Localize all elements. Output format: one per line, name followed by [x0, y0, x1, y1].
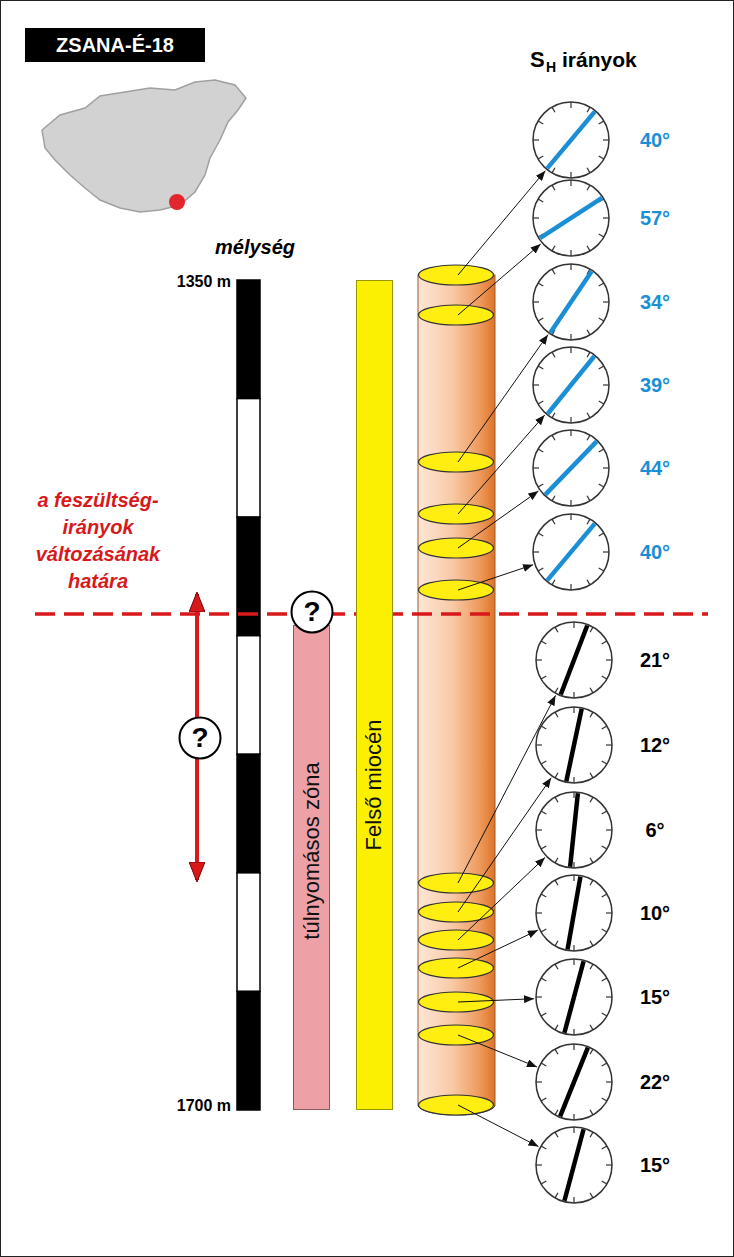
leader-line [458, 244, 541, 315]
band-label: túlnyomásos zóna [301, 762, 323, 939]
stress-direction [564, 961, 583, 1032]
compass [536, 707, 612, 783]
stress-direction [547, 112, 595, 169]
leader-line [458, 930, 538, 968]
stress-direction [547, 524, 595, 581]
subscript: H [546, 60, 556, 75]
boundary-note: a feszültség-irányok változásának határa [10, 487, 186, 595]
compass [533, 514, 609, 590]
scale-segment [237, 517, 260, 636]
angle-value: 22° [640, 1071, 670, 1093]
question-circle: ? [178, 716, 222, 760]
compass [533, 430, 609, 506]
angle-value: 12° [640, 734, 670, 756]
leader-line [458, 695, 556, 883]
depth-value: 1350 m [177, 273, 231, 291]
leader-line [458, 565, 533, 590]
compass [533, 102, 609, 178]
column-header: irányok [562, 48, 637, 71]
sample-disc [419, 538, 494, 558]
sample-disc [419, 930, 494, 950]
pressure-band: túlnyomásos zóna [293, 625, 330, 1110]
compass [536, 875, 612, 951]
leader-line [458, 858, 545, 940]
axis-title: mélység [215, 236, 295, 258]
borehole [418, 275, 495, 1115]
stress-direction [561, 625, 588, 694]
leader-line [458, 491, 538, 548]
angle-value: 40° [640, 541, 670, 563]
stress-direction [560, 1048, 588, 1117]
leader-line [458, 778, 551, 912]
question-circle: ? [290, 590, 334, 634]
sample-discs [419, 265, 494, 1115]
angle-value: 34° [640, 291, 670, 313]
stratigraphy-band: Felső miocén [356, 280, 393, 1110]
depth-scale [237, 280, 260, 1110]
stress-direction [566, 709, 581, 781]
angle-value: 15° [640, 986, 670, 1008]
stress-direction [568, 877, 581, 950]
sample-disc [419, 958, 494, 978]
sample-disc [419, 1095, 494, 1115]
hungary-map [42, 80, 246, 212]
question-mark: ? [191, 724, 208, 752]
scale-segment [237, 399, 260, 518]
scale-segment [237, 636, 260, 755]
sample-disc [419, 580, 494, 600]
leader-line [458, 335, 548, 462]
sample-disc [419, 504, 494, 524]
stress-direction [548, 356, 595, 414]
sample-disc [419, 452, 494, 472]
angle-value: 10° [640, 902, 670, 924]
band-label: Felső miocén [364, 720, 386, 851]
stress-direction [564, 1129, 583, 1200]
compass [536, 792, 612, 868]
angle-value: 39° [640, 374, 670, 396]
angle-value: 21° [640, 649, 670, 671]
leader-line [458, 415, 545, 514]
title-text: ZSANA-É-18 [56, 35, 174, 55]
scale-segment [237, 280, 260, 399]
leader-line [458, 171, 545, 275]
sample-disc [419, 1025, 494, 1045]
compass [536, 622, 612, 698]
axis-symbol: S [530, 48, 545, 72]
compass-roses [533, 102, 612, 1203]
sample-disc [419, 902, 494, 922]
compass [533, 264, 609, 340]
depth-value: 1700 m [177, 1097, 231, 1115]
question-mark: ? [303, 598, 320, 626]
scale-segment [237, 991, 260, 1110]
stress-direction [550, 271, 591, 332]
location-dot [169, 194, 185, 210]
compass [533, 347, 609, 423]
stress-direction [545, 441, 596, 494]
leader-line [458, 1105, 538, 1147]
sample-disc [419, 265, 494, 285]
angle-value: 57° [640, 207, 670, 229]
stress-direction [540, 198, 602, 238]
sample-disc [419, 873, 494, 893]
compass [533, 180, 609, 256]
compass [536, 1127, 612, 1203]
leader-line [458, 1035, 537, 1067]
leader-line [458, 999, 534, 1002]
angle-value: 44° [640, 457, 670, 479]
angle-value: 6° [645, 819, 664, 841]
compass [536, 1044, 612, 1120]
scale-segment [237, 873, 260, 992]
sample-disc [419, 992, 494, 1012]
angle-value: 15° [640, 1154, 670, 1176]
scale-segment [237, 754, 260, 873]
compass [536, 959, 612, 1035]
stress-direction [570, 793, 578, 867]
title-box: ZSANA-É-18 [25, 28, 205, 62]
sample-disc [419, 305, 494, 325]
angle-value: 40° [640, 129, 670, 151]
